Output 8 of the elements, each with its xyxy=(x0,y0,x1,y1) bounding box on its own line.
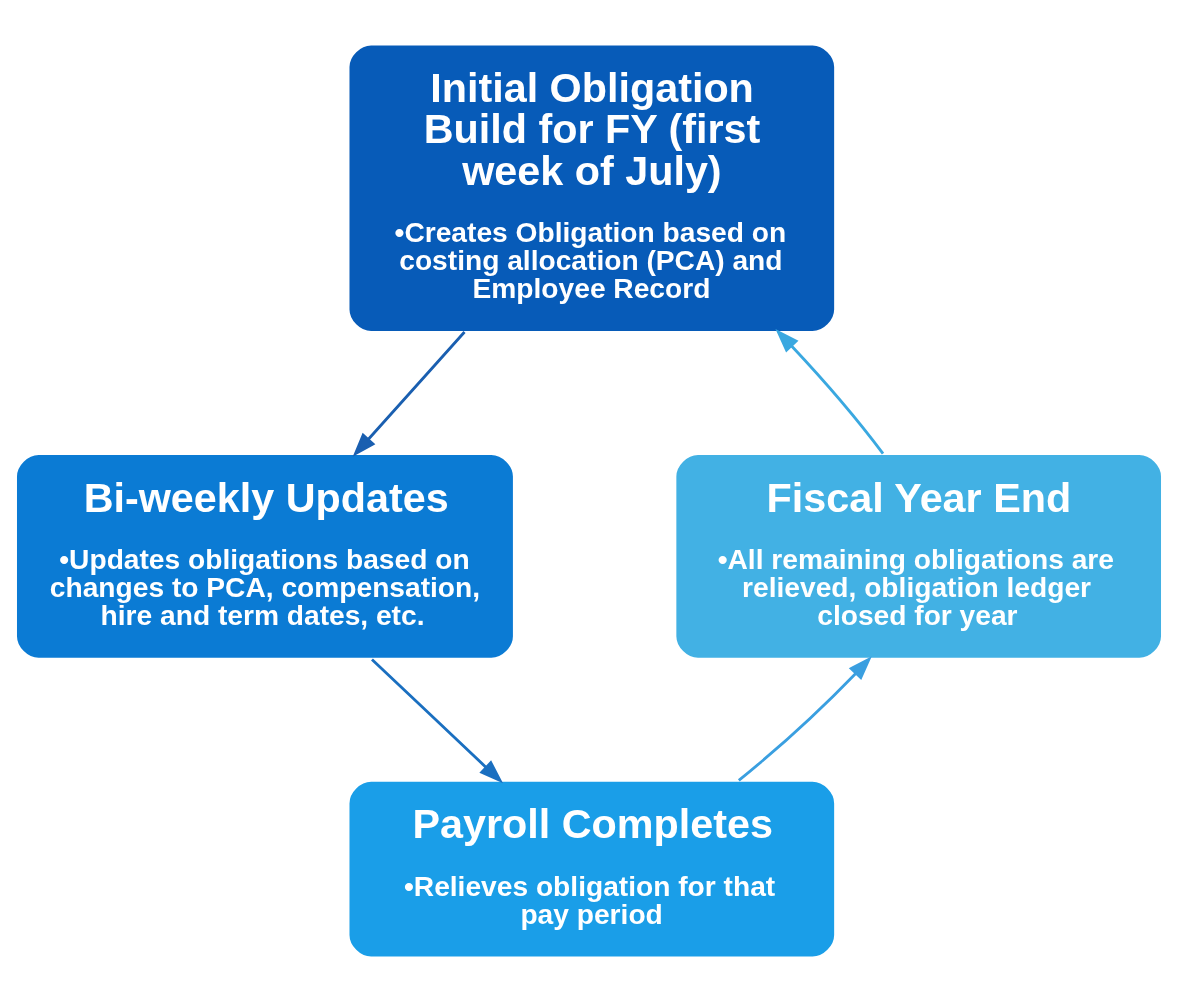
node-box: Fiscal Year End •All remaining obligations are relieved, obligation ledger closed for year xyxy=(674,453,1163,660)
arrow xyxy=(737,656,872,782)
arrow xyxy=(352,331,466,457)
node-box: Bi-weekly Updates •Updates obligations based on changes to PCA, compensation, hire and term dates, etc. xyxy=(15,453,515,660)
node-box: Payroll Completes •Relieves obligation for that pay period xyxy=(347,779,837,959)
arrow xyxy=(775,328,885,455)
node-box: Initial Obligation Build for FY (first week of July) •Creates Obligation based on costing allocation (PCA) and Employee Record xyxy=(347,43,837,333)
arrow xyxy=(371,658,504,784)
